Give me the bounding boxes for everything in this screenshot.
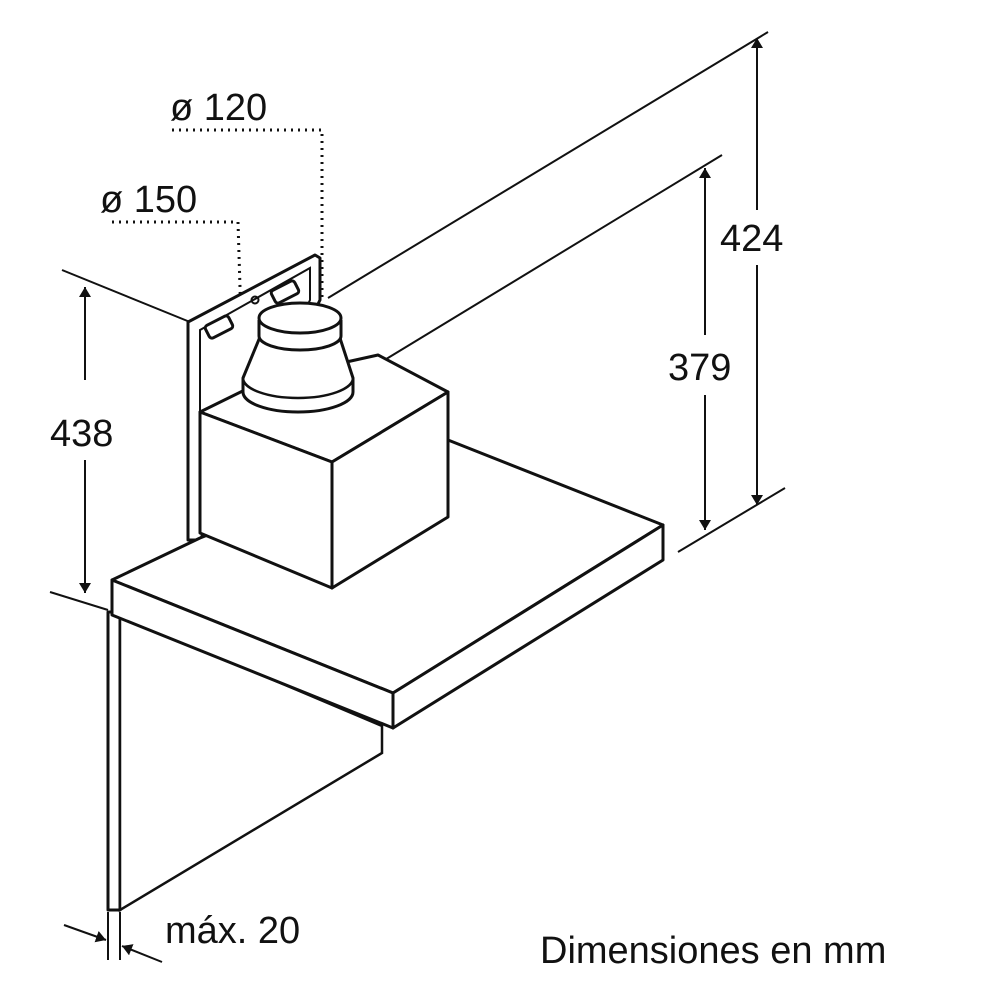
height-379-label: 379 <box>668 347 731 389</box>
canopy <box>110 438 665 730</box>
units-note: Dimensiones en mm <box>540 930 886 972</box>
diameter-leaders <box>112 128 324 386</box>
extension-lines <box>49 31 786 611</box>
wall-gap-label: máx. 20 <box>165 910 300 952</box>
dimension-arrows <box>63 38 763 963</box>
height-424-label: 424 <box>720 218 783 260</box>
diameter-120-label: ø 120 <box>170 87 267 129</box>
outlet-collar <box>241 301 355 414</box>
height-438-label: 438 <box>50 413 113 455</box>
diameter-150-label: ø 150 <box>100 179 197 221</box>
